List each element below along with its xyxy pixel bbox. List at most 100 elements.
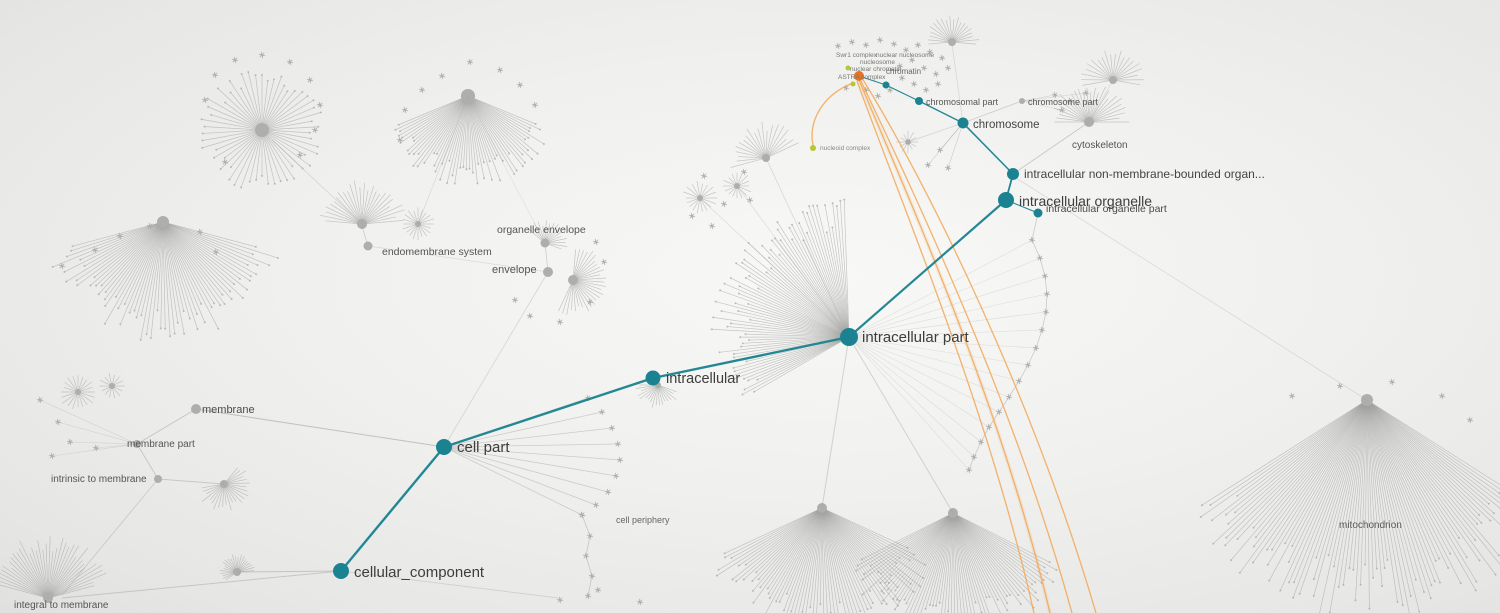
graph-label-mitochondrion[interactable]: mitochondrion: [1339, 520, 1402, 531]
fan-apex-node[interactable]: [734, 183, 740, 189]
fan-tip-dot: [1494, 573, 1497, 576]
fan-apex-node[interactable]: [220, 480, 228, 488]
graph-node-organelle-envelope[interactable]: [540, 238, 550, 248]
fan-spoke: [735, 507, 823, 582]
fan-spoke: [791, 224, 850, 338]
fan-spoke: [1366, 399, 1482, 524]
orange-path: [856, 80, 1035, 613]
fan-apex-node[interactable]: [697, 195, 703, 201]
graph-label-envelope[interactable]: envelope: [492, 264, 537, 276]
fan-spoke: [1366, 399, 1432, 599]
fan-spoke: [1210, 399, 1368, 506]
fan-apex-node[interactable]: [1361, 394, 1373, 406]
fan-apex-node[interactable]: [415, 221, 421, 227]
fan-spoke: [140, 221, 164, 341]
fan-spoke: [90, 221, 164, 286]
fan-apex-node[interactable]: [762, 154, 770, 162]
graph-label-intracellular[interactable]: intracellular: [666, 371, 740, 387]
fan-spoke: [754, 132, 767, 159]
fan-apex-node[interactable]: [109, 383, 115, 389]
graph-label-membrane[interactable]: membrane: [202, 404, 255, 416]
graph-node-non-membrane-bounded-organelle[interactable]: [1007, 168, 1019, 180]
fan-tip-dot: [1227, 522, 1230, 525]
graph-node-chromosome[interactable]: [957, 117, 969, 129]
graph-label-intracellular-part[interactable]: intracellular part: [862, 329, 970, 346]
fan-spoke: [1366, 399, 1500, 509]
fan-spoke: [1, 569, 49, 599]
glyph-dot: [203, 98, 207, 102]
fan-apex-node[interactable]: [43, 593, 53, 603]
graph-label-nuclear-chromatin: nuclear chromatin: [850, 66, 902, 73]
fan-tip-dot: [742, 578, 745, 581]
graph-node-intrinsic-to-membrane[interactable]: [154, 475, 162, 483]
leaf-node-glyph: [886, 86, 894, 94]
fan-apex-node[interactable]: [948, 508, 958, 518]
leaf-node-glyph: [66, 438, 74, 446]
graph-label-integral-to-membrane[interactable]: integral to membrane: [14, 600, 109, 611]
graph-node-nucleoid-complex[interactable]: [810, 145, 816, 151]
graph-label-membrane-part[interactable]: membrane part: [127, 439, 195, 450]
graph-label-intrinsic-to-membrane[interactable]: intrinsic to membrane: [51, 474, 147, 485]
graph-label-cellular-component[interactable]: cellular_component: [354, 564, 485, 581]
graph-label-cell-periphery[interactable]: cell periphery: [616, 515, 670, 525]
graph-node-membrane[interactable]: [191, 404, 201, 414]
graph-label-cytoskeleton[interactable]: cytoskeleton: [1072, 140, 1128, 151]
graph-label-chromosome[interactable]: chromosome: [973, 119, 1039, 131]
fan-apex-node[interactable]: [817, 503, 827, 513]
fan-tip-dot: [207, 105, 210, 108]
graph-label-cell-part[interactable]: cell part: [457, 439, 510, 456]
graph-label-intracellular-organelle[interactable]: intracellular organelle: [1019, 193, 1152, 209]
graph-node-chromosome-part[interactable]: [1019, 98, 1025, 104]
fan-spoke: [1074, 90, 1090, 123]
graph-node-cluster-node-1[interactable]: [845, 65, 851, 71]
fan-apex-node[interactable]: [255, 123, 269, 137]
leaf-node-glyph: [904, 138, 912, 146]
fan-apex-node[interactable]: [568, 275, 578, 285]
fan-apex-node[interactable]: [1109, 76, 1117, 84]
graph-label-non-membrane-bounded-organelle[interactable]: intracellular non-membrane-bounded organ…: [1024, 167, 1265, 181]
fan-spoke: [951, 39, 980, 43]
fan-spoke: [572, 249, 577, 281]
graph-node-intracellular-organelle[interactable]: [998, 192, 1014, 208]
graph-node-cluster-node-2[interactable]: [850, 81, 856, 87]
fan-tip-dot: [279, 180, 282, 183]
glyph-dot: [922, 66, 926, 70]
fan-spoke: [774, 238, 850, 338]
graph-node-nucleosome[interactable]: [854, 71, 864, 81]
graph-node-endomembrane-system[interactable]: [363, 241, 373, 251]
graph-label-chromosomal-part[interactable]: chromosomal part: [926, 97, 999, 107]
fan-spoke: [1366, 399, 1491, 521]
fan-spoke: [949, 15, 953, 43]
fan-tip-dot: [203, 125, 206, 128]
fan-tip-dot: [1023, 590, 1026, 593]
fan-spoke: [745, 135, 767, 159]
spoke-edge: [848, 293, 1048, 338]
fan-apex-node[interactable]: [75, 389, 81, 395]
fan-apex-node[interactable]: [948, 38, 956, 46]
fan-apex-node[interactable]: [461, 89, 475, 103]
graph-label-endomembrane-system[interactable]: endomembrane system: [382, 246, 492, 258]
graph-node-cell-part[interactable]: [436, 439, 452, 455]
graph-label-intracellular-organelle-part[interactable]: intracellular organelle part: [1046, 203, 1167, 215]
fan-tip-dot: [316, 145, 319, 148]
graph-label-organelle-envelope[interactable]: organelle envelope: [497, 224, 586, 236]
fan-spoke: [1366, 399, 1500, 556]
fan-tip-dot: [747, 241, 750, 244]
graph-node-membrane-part[interactable]: [133, 440, 141, 448]
graph-node-intracellular-part[interactable]: [840, 328, 858, 346]
leaf-node-glyph: [910, 80, 918, 88]
graph-node-envelope[interactable]: [543, 267, 553, 277]
leaf-node-glyph: [531, 101, 539, 109]
fan-apex-node[interactable]: [357, 219, 367, 229]
graph-node-cellular-component[interactable]: [333, 563, 349, 579]
graph-node-chromosomal-part[interactable]: [915, 97, 923, 105]
graph-node-chromatin[interactable]: [882, 81, 890, 89]
graph-label-chromosome-part[interactable]: chromosome part: [1028, 97, 1099, 107]
graph-node-intracellular[interactable]: [645, 370, 661, 386]
graph-node-intracellular-organelle-part[interactable]: [1033, 208, 1043, 218]
fan-spoke: [1366, 399, 1425, 593]
fan-apex-node[interactable]: [157, 216, 169, 228]
fan-tip-dot: [1048, 561, 1051, 564]
